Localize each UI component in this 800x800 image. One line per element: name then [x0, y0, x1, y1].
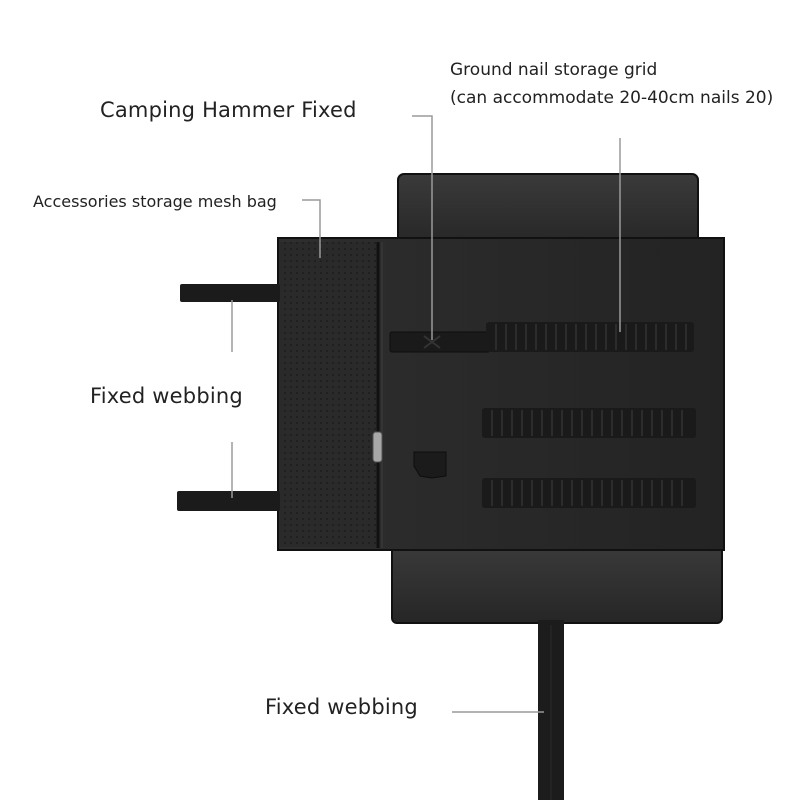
left-strap-top [180, 284, 280, 302]
label-nail-grid-title: Ground nail storage grid [450, 60, 658, 80]
leader-lines [231, 115, 621, 713]
bottom-flap [391, 544, 723, 624]
mesh-pocket [280, 242, 378, 547]
label-camping-hammer: Camping Hammer Fixed [100, 98, 357, 122]
nail-row-3 [482, 478, 696, 508]
label-fixed-webbing-left: Fixed webbing [90, 384, 243, 408]
left-strap-bottom [177, 491, 280, 511]
nail-row-1 [486, 322, 694, 352]
nail-row-2 [482, 408, 696, 438]
small-loop [413, 451, 447, 479]
label-nail-grid-capacity: (can accommodate 20-40cm nails 20) [450, 88, 774, 108]
zipper-pull [372, 431, 383, 463]
hammer-strap [389, 331, 491, 353]
top-flap [397, 173, 699, 249]
label-mesh-bag: Accessories storage mesh bag [33, 192, 277, 211]
label-fixed-webbing-bottom: Fixed webbing [265, 695, 418, 719]
